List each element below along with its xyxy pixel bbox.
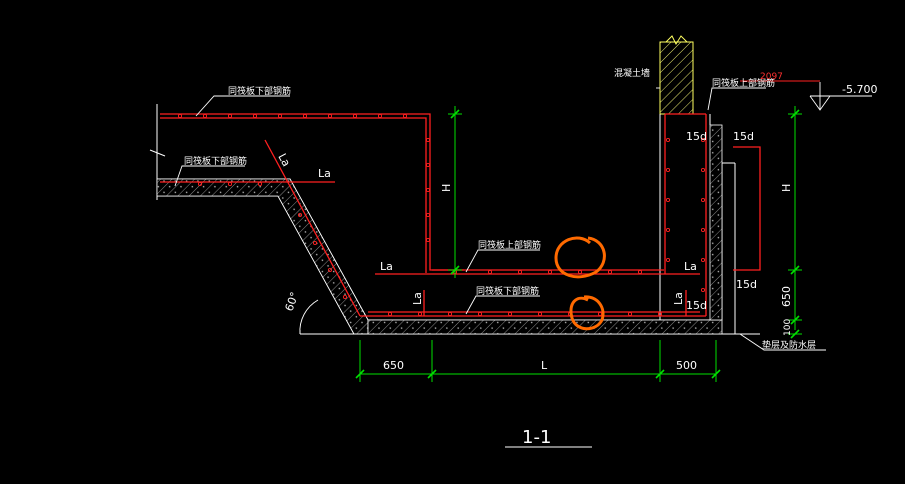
- concrete-hatch-left: [156, 178, 369, 335]
- dim-500-bottom: 500: [676, 359, 697, 372]
- dim-100-vertical: 100: [783, 319, 793, 336]
- label-right-top-bar: 同筏板上部钢筋: [712, 77, 775, 89]
- anchor-la-vertical-right: La: [672, 292, 685, 305]
- label-left-slab-bottom-bar: 同筏板下部钢筋: [184, 155, 247, 167]
- anchor-la-mid-left: La: [380, 260, 393, 273]
- concrete-wall: [659, 35, 694, 115]
- concrete-hatch-bottom: [367, 319, 723, 335]
- hook-15d-top-inner: 15d: [686, 130, 707, 143]
- rebar-dots: [177, 113, 706, 317]
- label-pit-top-bar: 同筏板上部钢筋: [478, 239, 541, 251]
- dim-h-right: H: [780, 184, 793, 192]
- label-red-value: 2097: [760, 72, 783, 82]
- rebar-lines: [160, 113, 761, 317]
- hook-15d-bottom-outer: 15d: [736, 278, 757, 291]
- leader-lines: [174, 80, 872, 448]
- label-angle: 60°: [283, 290, 302, 313]
- anchor-la-top: La: [318, 167, 331, 180]
- hook-15d-bottom-inner: 15d: [686, 299, 707, 312]
- label-concrete-wall: 混凝土墙: [614, 67, 650, 79]
- dim-650-bottom: 650: [383, 359, 404, 372]
- hook-15d-top-outer: 15d: [733, 130, 754, 143]
- dim-h-left: H: [440, 184, 453, 192]
- anchor-la-diagonal: La: [275, 151, 293, 168]
- orange-markups: [554, 236, 606, 331]
- dimension-lines: [359, 106, 802, 382]
- anchor-la-mid-right: La: [684, 260, 697, 273]
- label-elevation: -5.700: [842, 83, 877, 96]
- concrete-outline: [149, 104, 736, 335]
- dim-650-vertical: 650: [780, 286, 793, 307]
- dimension-ticks: [355, 109, 800, 379]
- label-pit-bottom-bar: 同筏板下部钢筋: [476, 285, 539, 297]
- label-top-slab-bottom-bar: 同筏板下部钢筋: [228, 85, 291, 97]
- concrete-hatch-right: [709, 124, 723, 321]
- dim-l-bottom: L: [541, 359, 548, 372]
- label-cushion-layer: 垫层及防水层: [762, 339, 816, 351]
- anchor-la-vertical-left: La: [411, 292, 424, 305]
- section-title: 1-1: [522, 427, 551, 448]
